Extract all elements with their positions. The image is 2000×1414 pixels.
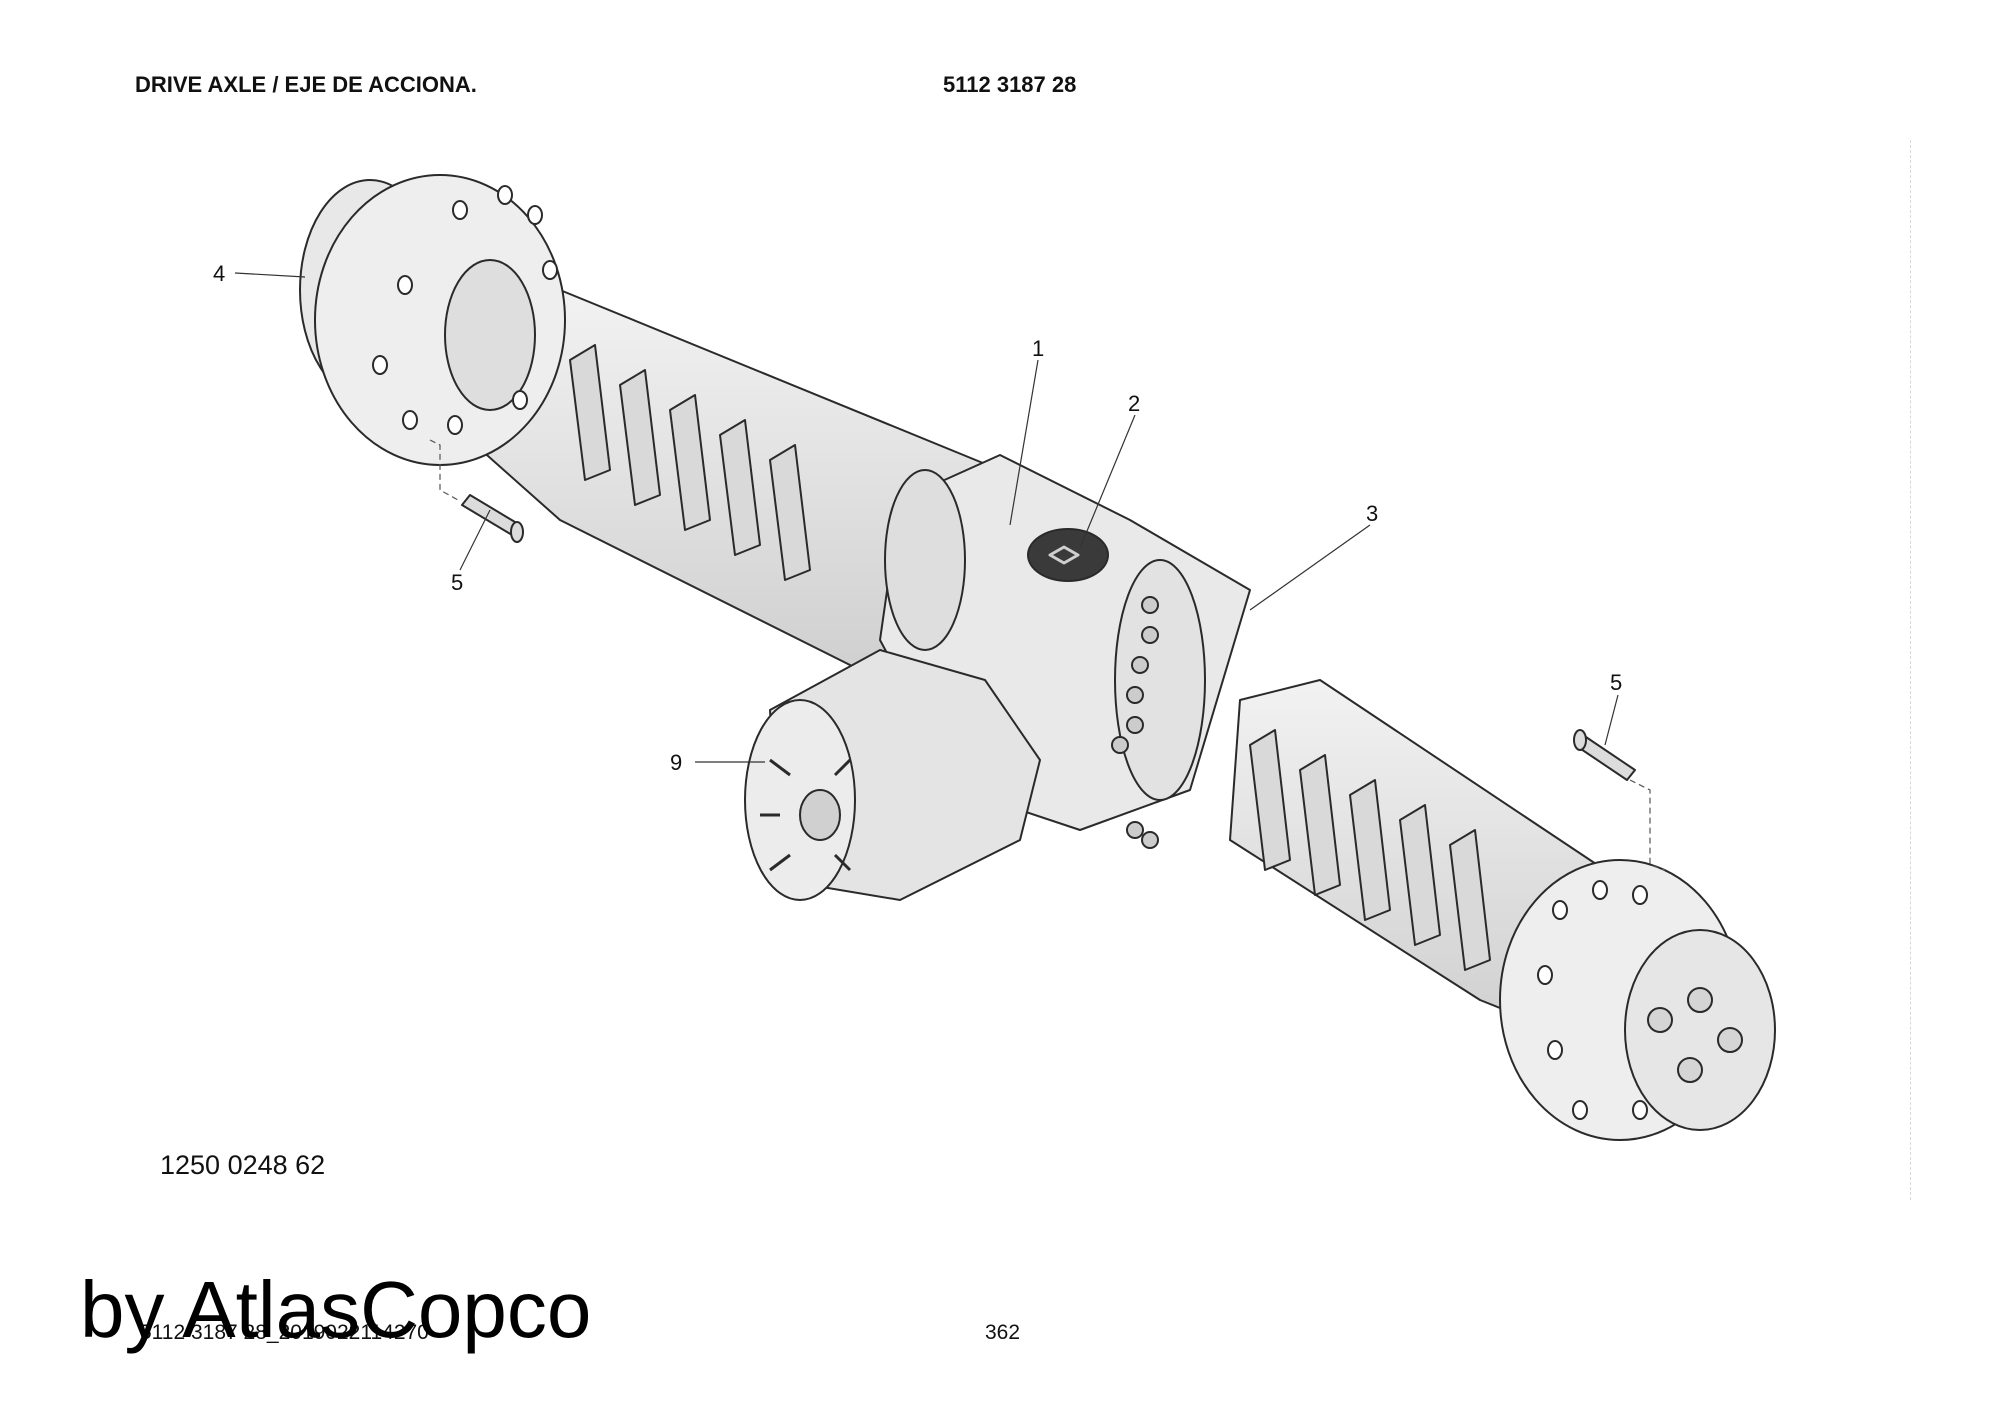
page-edge-guide: [1910, 140, 1911, 1200]
assembly-line-left-stud: [429, 439, 459, 501]
differential-cap: [1027, 528, 1109, 582]
leader-5-left: [459, 509, 491, 571]
right-hub-body: [1624, 929, 1776, 1131]
left-hub-center: [444, 259, 536, 411]
callout-2: 2: [1128, 391, 1140, 416]
left-tube-ribs: [569, 344, 811, 581]
callout-5-left: 5: [451, 570, 463, 595]
housing-flange-right: [1114, 559, 1206, 801]
housing-flange-left: [884, 469, 966, 651]
left-hub-bolt-holes: [372, 185, 558, 435]
right-housing-bolts: [1111, 596, 1159, 849]
callout-1: 1: [1032, 336, 1044, 361]
document-title: DRIVE AXLE / EJE DE ACCIONA.: [135, 72, 477, 97]
reference-number: 1250 0248 62: [160, 1150, 326, 1180]
pinion-yoke: [799, 789, 841, 841]
callout-9: 9: [670, 750, 682, 775]
leader-2: [1079, 414, 1136, 549]
right-tube-ribs: [1249, 729, 1491, 971]
wheel-stud-left: [461, 494, 524, 543]
footer-file-name: 5112 3187 28_2019022114270: [140, 1321, 429, 1344]
logo-mark: [1048, 545, 1080, 565]
right-hub-bolt-holes: [1537, 880, 1648, 1120]
part-number: 5112 3187 28: [943, 72, 1077, 97]
right-hub-ports: [1647, 987, 1743, 1083]
leader-1: [1009, 359, 1039, 526]
pinion-flange: [744, 699, 856, 901]
page-number: 362: [985, 1321, 1021, 1344]
pinion-studs: [760, 758, 852, 872]
leader-5-right: [1604, 694, 1619, 746]
callout-5-right: 5: [1610, 670, 1622, 695]
callout-3: 3: [1366, 501, 1378, 526]
watermark-text: by AtlasCopco: [80, 1265, 592, 1354]
leader-3: [1249, 524, 1371, 611]
callout-4: 4: [213, 261, 225, 286]
leader-4: [234, 272, 306, 278]
assembly-line-right-stud: [1629, 779, 1666, 871]
wheel-stud-right: [1573, 729, 1636, 781]
